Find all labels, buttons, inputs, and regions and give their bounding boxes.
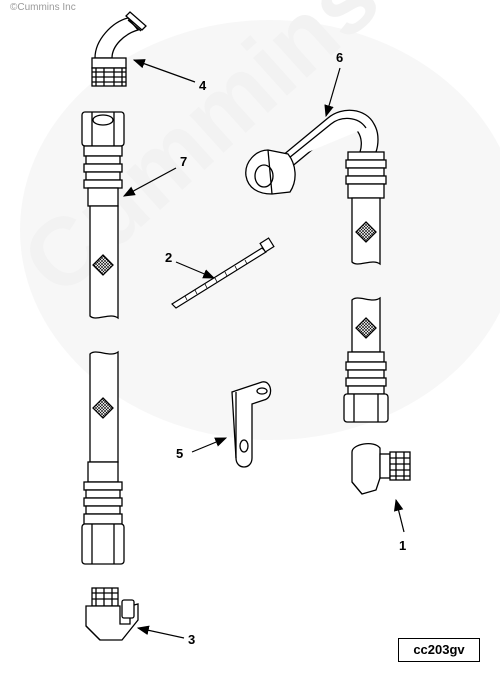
figure-code-label: cc203gv: [398, 638, 480, 662]
callout-label-1: 1: [399, 538, 406, 553]
part-1-elbow-fitting: [351, 442, 411, 495]
hose-nut-lower: [81, 523, 125, 565]
callout-arrow-7: [122, 167, 177, 197]
callout-arrow-2: [175, 261, 216, 279]
copyright-text: ©Cummins Inc: [10, 2, 76, 13]
right-ferrule-lower: [345, 351, 387, 395]
callout-label-4: 4: [199, 78, 207, 93]
right-hose-tube-lower: [351, 296, 381, 353]
part-5-bracket: [231, 381, 272, 468]
callout-label-6: 6: [336, 50, 343, 65]
hose-nut-upper: [81, 111, 125, 147]
callout-arrow-6: [324, 67, 341, 118]
right-ferrule-upper: [345, 151, 387, 199]
hose-tube-upper: [89, 205, 119, 320]
watermark: Cummins: [2, 0, 500, 440]
part-4-elbow-fitting: [91, 11, 147, 87]
callout-label-3: 3: [188, 632, 195, 647]
part-6-bent-tube: [281, 109, 379, 169]
callout-arrow-3: [136, 625, 185, 639]
hose-ferrule-lower: [83, 461, 123, 525]
hose-tube-lower: [89, 350, 119, 463]
callout-label-2: 2: [165, 250, 172, 265]
callout-label-7: 7: [180, 154, 187, 169]
right-hose-nut: [343, 393, 389, 423]
left-hose-assembly: [81, 11, 147, 641]
callout-arrow-5: [191, 437, 228, 453]
hose-ferrule-upper: [83, 145, 123, 207]
callout-arrow-4: [132, 59, 196, 83]
callout-label-5: 5: [176, 446, 183, 461]
right-hose-tube-upper: [351, 197, 381, 266]
callout-arrows: [122, 59, 405, 639]
part-6-tube-nut: [245, 149, 296, 195]
callout-arrow-1: [393, 498, 405, 533]
part-3-elbow-fitting: [85, 587, 139, 641]
right-hose-assembly: [245, 109, 411, 495]
part-2-cable-tie: [171, 237, 275, 309]
